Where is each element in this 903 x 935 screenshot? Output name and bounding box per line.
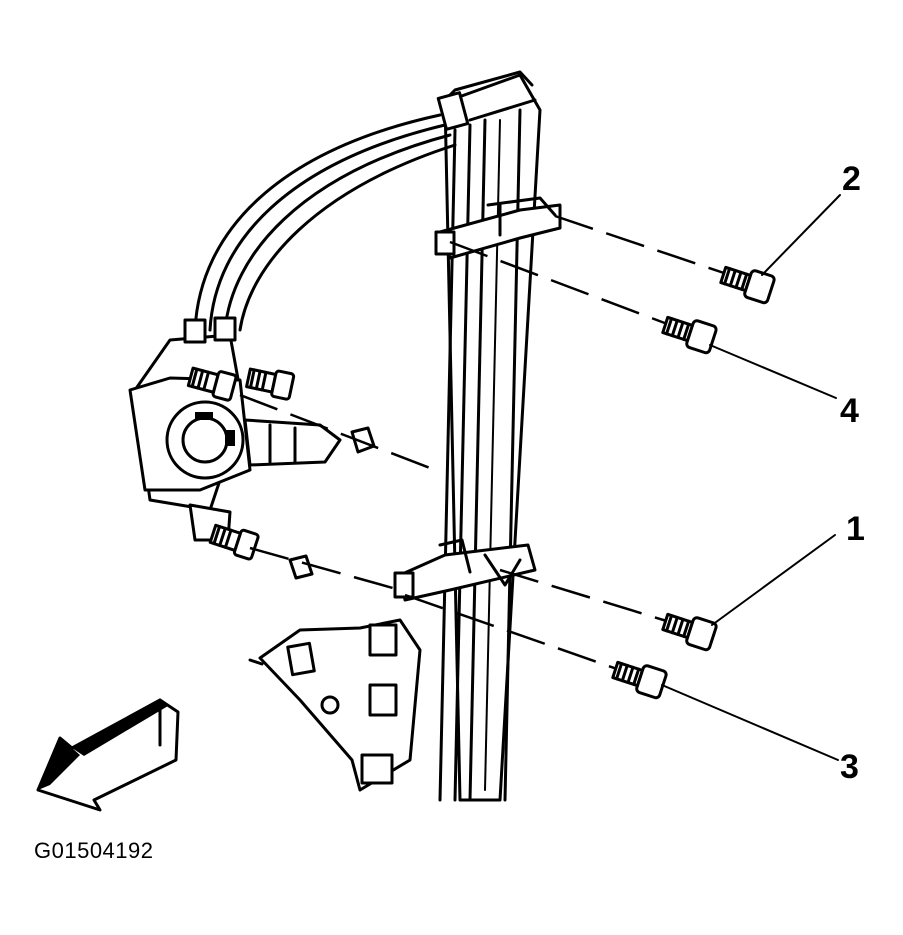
callout-2: 2 [842,160,861,198]
leader-lines [661,194,841,761]
bolt-3 [611,660,668,700]
bolt-2 [719,265,776,305]
callout-3: 3 [840,748,859,786]
front-direction-arrow-icon [36,698,180,812]
regulator-cables [193,113,457,332]
window-motor [128,316,342,542]
callout-1: 1 [846,510,865,548]
bolt-4 [661,315,718,355]
alignment-lines [239,214,731,672]
callout-4: 4 [840,392,859,430]
bolt-1 [661,612,718,652]
figure-code: G01504192 [34,838,154,863]
lower-rail-bracket [248,538,537,792]
motor-mounting-bolts [186,366,376,580]
regulator-rail [436,70,542,802]
